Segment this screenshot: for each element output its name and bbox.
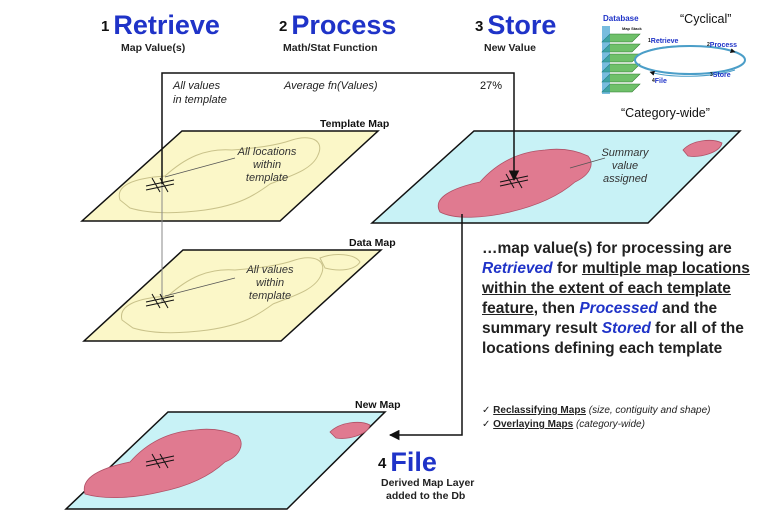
desc-processed: Processed — [579, 300, 658, 317]
desc-stored: Stored — [601, 320, 651, 337]
bullet-bold: Reclassifying Maps — [493, 405, 586, 416]
template-map — [80, 130, 380, 222]
desc-part-1: …map value(s) for processing are — [482, 240, 732, 257]
data-map-note: All values within template — [235, 264, 305, 303]
step-2-number: 2 — [279, 18, 288, 35]
step-3-number: 3 — [475, 18, 484, 35]
bullet-rest: (category-wide) — [573, 419, 645, 430]
summary-note-line3: assigned — [602, 173, 648, 185]
inset-retrieve-text: Retrieve — [650, 38, 679, 45]
inset-num-2: 2 — [707, 42, 710, 48]
bullet-item: ✓ Reclassifying Maps (size, contiguity a… — [482, 404, 757, 418]
inset-store-text: Store — [712, 72, 731, 79]
store-value: 27% — [480, 80, 503, 92]
inset-database-label: Database — [603, 14, 639, 23]
summary-map-note: Summary value assigned — [595, 147, 655, 186]
data-note-line1: All values — [246, 264, 294, 276]
inset-file-label: 4File — [652, 78, 667, 85]
data-map — [82, 249, 383, 342]
desc-part-4: and the summary result — [482, 300, 718, 337]
step-1-subtitle: Map Value(s) — [121, 42, 186, 54]
inset-retrieve-label: 1Retrieve — [648, 38, 678, 45]
inset-process-label: 2Process — [707, 42, 737, 49]
step-2-label: Process — [291, 10, 397, 40]
inset-process-text: Process — [709, 42, 738, 49]
desc-part-5: for all of the locations defining each t… — [482, 320, 744, 357]
summary-map — [370, 130, 742, 224]
cycle-inset-graphic — [601, 26, 746, 94]
data-note-line2: within — [255, 277, 285, 289]
desc-part-2: for — [552, 260, 582, 277]
desc-retrieved: Retrieved — [482, 260, 553, 277]
step-4-subtitle-line1: Derived Map Layer — [381, 477, 475, 489]
step-1-number: 1 — [101, 18, 110, 35]
template-map-note: All locations within template — [232, 146, 302, 185]
bullet-rest: (size, contiguity and shape) — [585, 405, 711, 416]
template-note-line3: template — [245, 172, 289, 184]
check-icon: ✓ — [482, 405, 491, 416]
check-icon: ✓ — [482, 419, 491, 430]
inset-num-1: 1 — [648, 38, 651, 44]
data-map-label: Data Map — [349, 237, 396, 249]
category-wide-label: “Category-wide” — [621, 106, 710, 120]
bullet-bold: Overlaying Maps — [493, 419, 574, 430]
desc-underlined: multiple map locations within the extent… — [482, 260, 750, 317]
step-1-label: Retrieve — [113, 10, 220, 40]
new-map — [64, 411, 387, 510]
inset-num-4: 4 — [652, 78, 655, 84]
bullet-item: ✓ Overlaying Maps (category-wide) — [482, 418, 757, 432]
inset-store-label: 3Store — [710, 72, 731, 79]
inset-file-text: File — [654, 78, 667, 85]
step-4-number: 4 — [378, 455, 387, 472]
process-note: Average fn(Values) — [284, 80, 378, 92]
inset-num-3: 3 — [710, 72, 713, 78]
data-note-line3: template — [248, 290, 292, 302]
cyclical-label: “Cyclical” — [680, 12, 732, 26]
template-map-label: Template Map — [320, 118, 390, 130]
retrieve-note-line2: in template — [173, 94, 227, 106]
summary-note-line1: Summary — [601, 147, 649, 159]
retrieve-note-line1: All values — [173, 80, 221, 92]
template-note-line1: All locations — [237, 146, 297, 158]
template-note-line2: within — [252, 159, 282, 171]
step-4-subtitle-line2: added to the Db — [386, 490, 466, 502]
new-map-label: New Map — [355, 399, 401, 411]
step-3-label: Store — [487, 10, 557, 40]
step-2-subtitle: Math/Stat Function — [283, 42, 378, 54]
step-4-label: File — [390, 447, 437, 477]
inset-map-stack-label: Map Stack — [622, 26, 642, 31]
step-3-subtitle: New Value — [484, 42, 536, 54]
flow-lines — [161, 72, 520, 441]
desc-part-3: , then — [533, 300, 580, 317]
summary-note-line2: value — [611, 160, 639, 172]
description-paragraph: …map value(s) for processing are Retriev… — [482, 239, 757, 359]
bullet-list: ✓ Reclassifying Maps (size, contiguity a… — [482, 404, 757, 432]
